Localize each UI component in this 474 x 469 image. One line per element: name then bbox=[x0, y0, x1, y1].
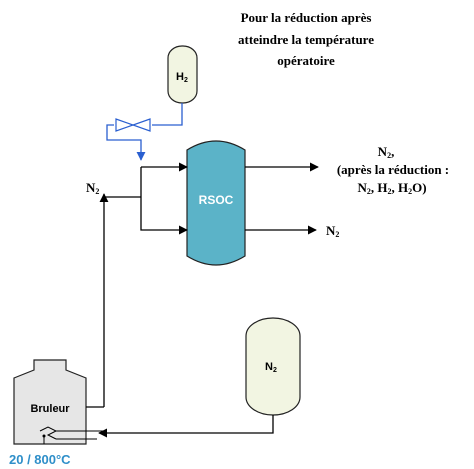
rsoc-feed-lines bbox=[104, 162, 188, 235]
n2-tank-sub: 2 bbox=[273, 367, 277, 374]
h2-note-line1: Pour la réduction après bbox=[241, 10, 372, 25]
outlet-top-n: N bbox=[378, 144, 388, 159]
h2-note-line2: atteindre la température bbox=[238, 32, 374, 47]
outlet-top-l3-b-sub: 2 bbox=[387, 187, 391, 196]
h2-supply-line bbox=[106, 103, 183, 161]
h2-tank-sub: 2 bbox=[184, 77, 188, 84]
svg-text:N2,: N2, bbox=[378, 144, 395, 160]
valve-icon[interactable] bbox=[115, 118, 151, 132]
burner: Bruleur 20 / 800°C bbox=[9, 359, 104, 467]
svg-text:N2, H2, H2O): N2, H2, H2O) bbox=[357, 180, 426, 196]
outlet-bottom-sub: 2 bbox=[335, 230, 339, 239]
outlet-top-comma: , bbox=[391, 144, 394, 159]
outlet-top-l3-a-sub: 2 bbox=[367, 187, 371, 196]
outlet-bottom-n: N bbox=[326, 223, 336, 238]
n2-tank: N2 bbox=[245, 317, 301, 416]
outlet-top-l3-c-sub: 2 bbox=[408, 187, 412, 196]
h2-note: Pour la réduction après atteindre la tem… bbox=[238, 10, 374, 68]
outlet-top-line2: (après la réduction : bbox=[337, 162, 449, 177]
rsoc-vessel: RSOC bbox=[186, 140, 246, 266]
outlet-top-l3-c: , H bbox=[391, 180, 408, 195]
rsoc-label: RSOC bbox=[199, 193, 234, 207]
n2-feed-line bbox=[98, 415, 274, 438]
inlet-label: N2 bbox=[86, 180, 99, 196]
outlet-bottom-label: N2 bbox=[326, 223, 339, 239]
outlet-top-l3-b: , H bbox=[371, 180, 388, 195]
outlet-top-l3-d: O) bbox=[412, 180, 426, 195]
burner-label: Bruleur bbox=[30, 403, 70, 415]
outlet-top-n-sub: 2 bbox=[387, 151, 391, 160]
burner-temperature: 20 / 800°C bbox=[9, 452, 71, 467]
svg-text:H2: H2 bbox=[176, 71, 188, 84]
outlet-top-l3-a: N bbox=[357, 180, 367, 195]
h2-tank-label: H bbox=[176, 71, 184, 83]
inlet-sub: 2 bbox=[95, 187, 99, 196]
outlet-top-label: N2, (après la réduction : N2, H2, H2O) bbox=[337, 144, 449, 196]
inlet-n: N bbox=[86, 180, 96, 195]
h2-tank: H2 bbox=[167, 45, 198, 104]
heater-coil-icon bbox=[39, 426, 104, 444]
rsoc-outlets bbox=[245, 162, 319, 235]
h2-note-line3: opératoire bbox=[277, 53, 335, 68]
n2-tank-label: N bbox=[265, 361, 273, 373]
svg-text:N2: N2 bbox=[265, 361, 277, 374]
